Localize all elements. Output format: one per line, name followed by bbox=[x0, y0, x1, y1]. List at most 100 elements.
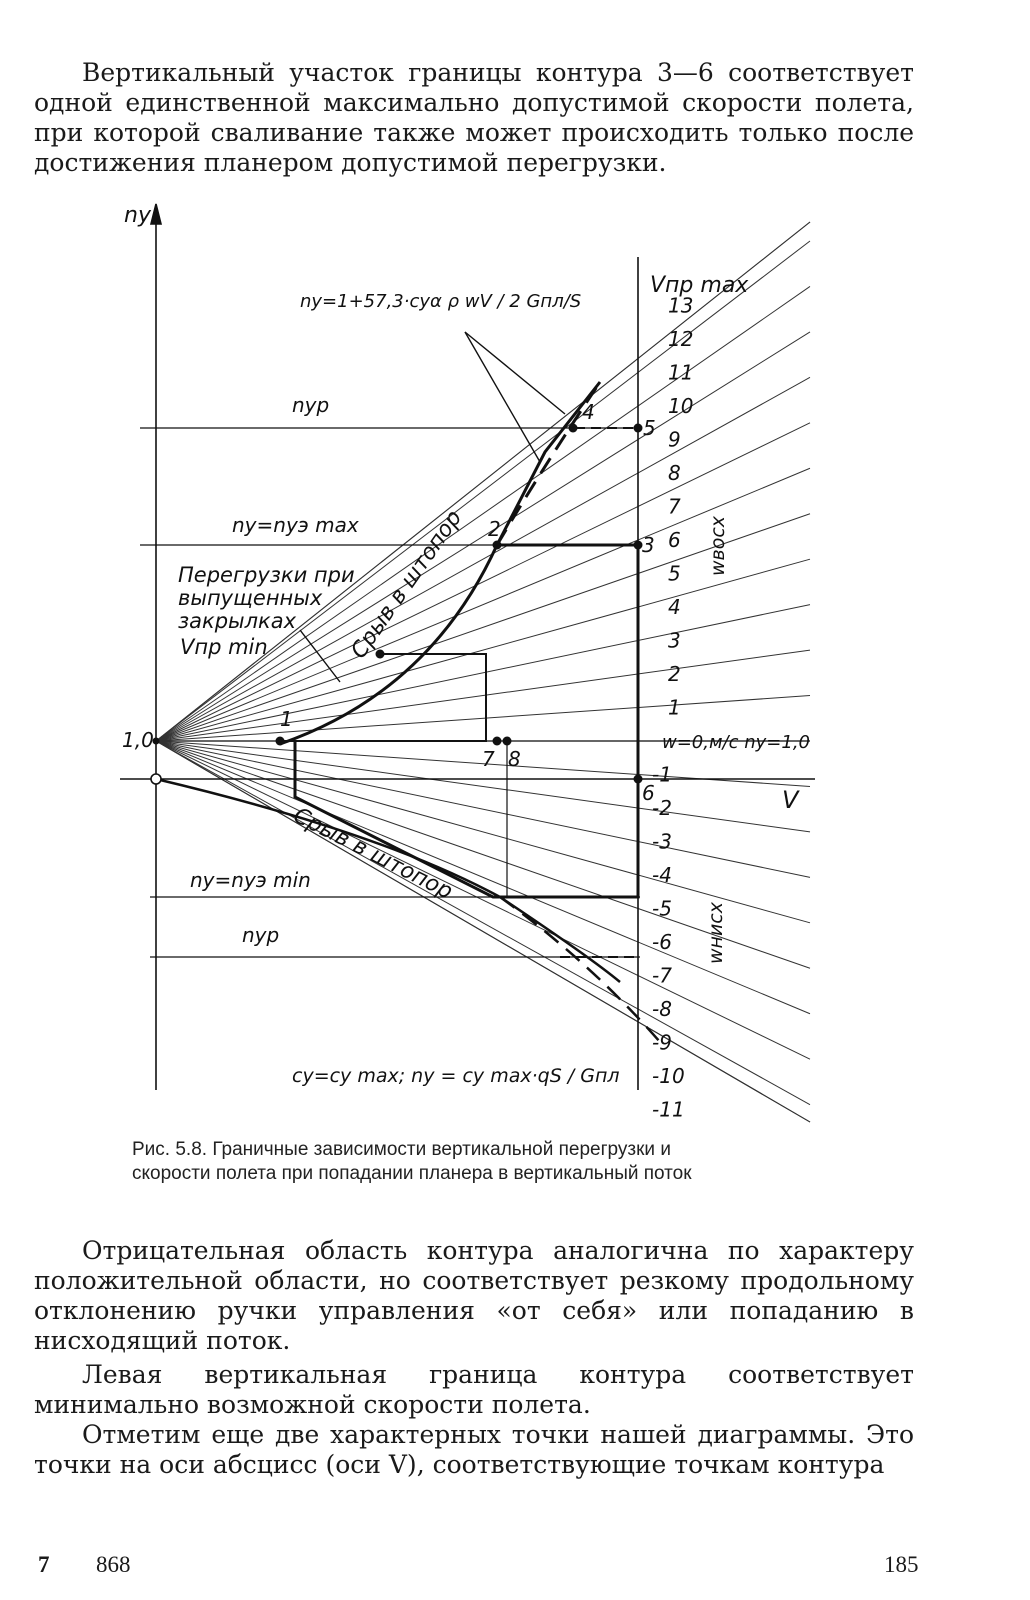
flow-speed-fan-lines bbox=[155, 221, 811, 1123]
point-flap-corner bbox=[375, 649, 385, 659]
caption-line-2: скорости полета при попадании планера в … bbox=[132, 1163, 692, 1184]
w-value-label: -7 bbox=[652, 964, 672, 988]
stall-upper-label: Срыв в штопор bbox=[346, 506, 467, 664]
w-value-label: 9 bbox=[668, 428, 681, 452]
paragraph-negative-area-text: Отрицательная область контура аналогична… bbox=[34, 1236, 914, 1355]
fan-line bbox=[155, 422, 811, 742]
fan-line bbox=[155, 331, 811, 742]
point-label-1: 1 bbox=[280, 707, 293, 731]
stall-curve-upper bbox=[279, 381, 602, 746]
w-value-label: 4 bbox=[668, 595, 681, 619]
point-label-2: 2 bbox=[488, 517, 501, 541]
point-label-7: 7 bbox=[482, 747, 495, 771]
point-6 bbox=[633, 774, 643, 784]
w-value-label: -5 bbox=[652, 897, 672, 921]
vmin-label: Vпр min bbox=[180, 635, 268, 659]
figure-overload-diagram: ny V 1,0 Vпр max Vпр min nyp nyp ny=nyэ … bbox=[120, 203, 815, 1123]
w-value-label: 7 bbox=[668, 495, 681, 519]
w-value-label: 13 bbox=[668, 294, 693, 318]
paragraph-mark-points: Отметим еще две характерных точки нашей … bbox=[34, 1420, 914, 1480]
w-value-label: -9 bbox=[652, 1031, 672, 1055]
point-8 bbox=[502, 736, 512, 746]
formula-top: ny=1+57,3·cyα ρ wV / 2 Gпл/S bbox=[300, 291, 581, 312]
axis-y-label: ny bbox=[124, 203, 152, 228]
w-value-label: -6 bbox=[652, 930, 672, 954]
footer-signature: 7 bbox=[38, 1552, 50, 1577]
w-value-label: 5 bbox=[668, 562, 681, 586]
point-label-8: 8 bbox=[508, 747, 521, 771]
w-value-label: 3 bbox=[668, 629, 681, 653]
w-value-label: 11 bbox=[668, 361, 693, 385]
fan-line bbox=[155, 376, 811, 742]
page-number: 185 bbox=[884, 1552, 919, 1577]
w-zero-label: w=0,м/с ny=1,0 bbox=[662, 732, 810, 753]
fan-line bbox=[155, 649, 811, 742]
point-label-3: 3 bbox=[642, 533, 655, 557]
w-value-label: -8 bbox=[652, 997, 672, 1021]
fan-line bbox=[155, 513, 811, 742]
stall-curve-upper-dash bbox=[495, 381, 602, 546]
stall-curve-lower bbox=[155, 777, 621, 983]
fan-line bbox=[155, 740, 811, 1015]
vmax-label: Vпр max bbox=[650, 273, 749, 298]
point-2 bbox=[492, 540, 502, 550]
flaps-label-line3: закрылках bbox=[178, 609, 297, 633]
main-envelope bbox=[293, 543, 640, 899]
point-label-5: 5 bbox=[643, 416, 656, 440]
w-value-label: 1 bbox=[668, 696, 681, 720]
w-value-label: -10 bbox=[652, 1064, 685, 1088]
np-top-label: nyp bbox=[292, 393, 329, 417]
formula-pointer-2 bbox=[464, 331, 541, 463]
paragraph-left-boundary: Левая вертикальная граница контура соотв… bbox=[34, 1360, 914, 1420]
w-up-label: wвосх bbox=[707, 515, 729, 576]
fan-line bbox=[155, 740, 811, 1060]
point-4 bbox=[568, 423, 578, 433]
point-origin-start bbox=[152, 737, 160, 745]
fan-line bbox=[155, 740, 811, 833]
w-value-label: -1 bbox=[652, 763, 672, 787]
fan-line bbox=[155, 740, 811, 1123]
axis-x-label: V bbox=[782, 786, 800, 814]
paragraph-mark-points-text: Отметим еще две характерных точки нашей … bbox=[34, 1420, 914, 1479]
paragraph-top: Вертикальный участок границы контура 3—6… bbox=[34, 58, 914, 178]
flap-envelope bbox=[280, 653, 487, 742]
fan-line bbox=[155, 467, 811, 742]
figure-caption: Рис. 5.8. Граничные зависимости вертикал… bbox=[132, 1138, 832, 1186]
paragraph-left-boundary-text: Левая вертикальная граница контура соотв… bbox=[34, 1360, 914, 1419]
fan-line bbox=[155, 286, 811, 742]
y-axis-arrow bbox=[149, 203, 163, 225]
w-value-label: 12 bbox=[668, 327, 693, 351]
w-value-label: -3 bbox=[652, 830, 672, 854]
w-value-label: -2 bbox=[652, 796, 672, 820]
w-value-label: -4 bbox=[652, 863, 672, 887]
paragraph-negative-area: Отрицательная область контура аналогична… bbox=[34, 1236, 914, 1356]
point-1 bbox=[275, 736, 285, 746]
w-down-label: wнисх bbox=[705, 901, 727, 964]
point-label-4: 4 bbox=[582, 400, 595, 424]
point-3 bbox=[633, 540, 643, 550]
w-value-label: 10 bbox=[668, 394, 693, 418]
fan-line bbox=[155, 695, 811, 742]
point-5 bbox=[633, 423, 643, 433]
fan-line bbox=[155, 221, 811, 742]
origin-value: 1,0 bbox=[122, 728, 154, 752]
flaps-label-line1: Перегрузки при bbox=[178, 563, 355, 587]
np-bottom-label: nyp bbox=[242, 923, 279, 947]
point-7 bbox=[492, 736, 502, 746]
flaps-pointer bbox=[299, 629, 341, 683]
origin-marker bbox=[150, 773, 162, 785]
stall-lower-label: Срыв в штопор bbox=[289, 803, 456, 905]
w-down-values: -1 -2 -3 -4 -5 -6 -7 -8 -9 -10 -11 bbox=[652, 763, 685, 1122]
formula-pointer-1 bbox=[464, 331, 566, 415]
w-value-label: -11 bbox=[652, 1098, 685, 1122]
formula-bottom: cy=cy max; ny = cy max·qS / Gпл bbox=[292, 1065, 620, 1087]
fan-line bbox=[155, 604, 811, 742]
fan-line bbox=[155, 740, 811, 878]
footer-code: 868 bbox=[96, 1552, 131, 1577]
w-value-label: 2 bbox=[668, 662, 681, 686]
ne-max-label: ny=nyэ max bbox=[232, 513, 359, 537]
fan-line bbox=[155, 240, 811, 742]
w-value-label: 8 bbox=[668, 461, 681, 485]
point-label-6: 6 bbox=[642, 781, 655, 805]
